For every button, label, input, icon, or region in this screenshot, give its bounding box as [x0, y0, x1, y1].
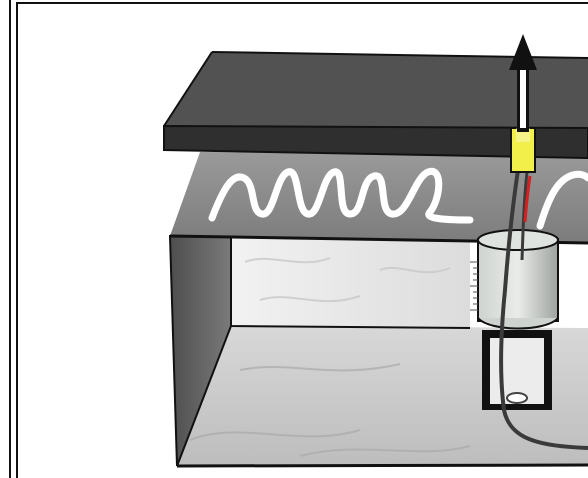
cylinder-top — [478, 230, 558, 250]
box-bottom-edge — [177, 465, 588, 466]
well-drain — [507, 393, 527, 403]
lift-arrow-inner — [520, 70, 526, 128]
left-margin — [0, 0, 9, 478]
marble-back-wall — [231, 237, 470, 328]
cylindrical-holder — [478, 239, 558, 321]
